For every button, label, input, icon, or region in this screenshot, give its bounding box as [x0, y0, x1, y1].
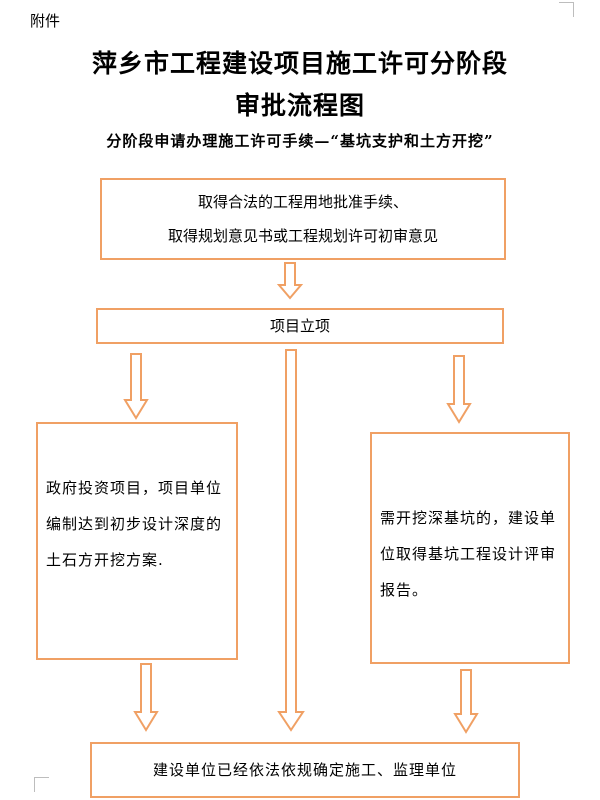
prerequisite-line2: 取得规划意见书或工程规划许可初审意见 [167, 227, 438, 245]
arrow-prereq-to-approval-icon [276, 262, 304, 300]
government-investment-text: 政府投资项目，项目单位编制达到初步设计深度的土石方开挖方案. [46, 479, 223, 569]
final-step-box: 建设单位已经依法依规确定施工、监理单位 [90, 742, 520, 798]
project-approval-label: 项目立项 [269, 317, 330, 335]
arrow-approval-to-gov-icon [123, 353, 149, 420]
government-investment-box: 政府投资项目，项目单位编制达到初步设计深度的土石方开挖方案. [36, 422, 238, 660]
page-corner-mark-top-right [559, 2, 574, 17]
final-step-text: 建设单位已经依法依规确定施工、监理单位 [152, 761, 457, 779]
prerequisite-line1: 取得合法的工程用地批准手续、 [197, 193, 408, 211]
deep-excavation-box: 需开挖深基坑的，建设单位取得基坑工程设计评审报告。 [370, 432, 570, 664]
project-approval-box: 项目立项 [96, 308, 504, 344]
page-title-line1: 萍乡市工程建设项目施工许可分阶段 [91, 49, 508, 78]
page-corner-mark-bottom-left [34, 777, 49, 792]
attachment-label: 附件 [30, 12, 61, 30]
arrow-excav-to-final-icon [453, 669, 479, 734]
prerequisite-box: 取得合法的工程用地批准手续、 取得规划意见书或工程规划许可初审意见 [100, 178, 506, 260]
deep-excavation-text: 需开挖深基坑的，建设单位取得基坑工程设计评审报告。 [380, 509, 557, 599]
page-title-line2: 审批流程图 [234, 91, 365, 120]
page-subtitle: 分阶段申请办理施工许可手续—“基坑支护和土方开挖” [106, 132, 494, 150]
arrow-approval-to-final-icon [277, 349, 305, 732]
arrow-approval-to-excav-icon [446, 355, 472, 424]
arrow-gov-to-final-icon [133, 663, 159, 732]
